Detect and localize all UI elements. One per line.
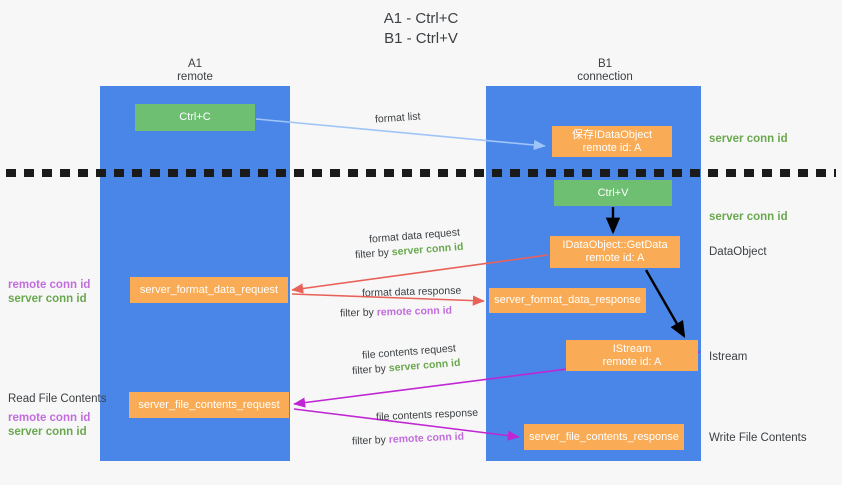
annotation-format-data-response-filter: filter by remote conn id [340,304,452,321]
node-istream-line2: remote id: A [602,355,662,368]
right-label-write-file-contents: Write File Contents [709,432,807,444]
annotation-filter-by-text-4: filter by [351,433,390,448]
annotation-remote-conn-id-2: remote conn id [388,430,465,446]
node-server-format-data-response-label: server_format_data_response [494,294,641,306]
annotation-filter-by-text-3: filter by [351,362,390,378]
diagram-title: A1 - Ctrl+C B1 - Ctrl+V [383,10,459,47]
node-server-file-contents-response[interactable]: server_file_contents_response [524,424,684,450]
node-getdata-line1: IDataObject::GetData [562,239,668,251]
annotation-format-data-response: format data response [361,284,462,300]
node-ctrl-v[interactable]: Ctrl+V [554,180,672,206]
annotation-format-list: format list [374,110,421,126]
annotation-filter-by-text-2: filter by [339,306,377,320]
right-label-server-conn-id-2: server conn id [709,211,788,223]
node-server-format-data-request-label: server_format_data_request [139,283,279,296]
node-ctrl-c-label: Ctrl+C [179,111,211,123]
node-getdata-line2: remote id: A [585,252,645,264]
node-ctrl-c[interactable]: Ctrl+C [135,104,255,131]
left-label-remote-conn-id-1: remote conn id [8,279,91,291]
node-istream-line1: IStream [612,342,652,355]
left-label-server-conn-id-2: server conn id [8,426,87,438]
node-save-idataobject-line1: 保存IDataObject [571,128,653,141]
node-save-idataobject-line2: remote id: A [582,141,642,154]
annotation-file-contents-response-filter: filter by remote conn id [352,430,465,449]
column-header-a1: A1 remote [177,58,213,83]
right-label-istream: Istream [709,351,748,363]
annotation-filter-by-text-1: filter by [354,246,393,262]
node-istream[interactable]: IStream remote id: A [566,340,698,371]
left-label-conn-id-group-1: remote conn id server conn id [8,278,98,306]
node-server-file-contents-response-label: server_file_contents_response [529,430,679,443]
left-label-server-conn-id-1: server conn id [8,293,87,305]
node-server-format-data-request[interactable]: server_format_data_request [130,277,288,303]
right-label-server-conn-id-1: server conn id [709,133,788,145]
left-label-remote-conn-id-2: remote conn id [8,412,91,424]
column-header-b1: B1 connection [577,58,633,83]
node-ctrl-v-label: Ctrl+V [597,186,629,199]
node-idataobject-getdata[interactable]: IDataObject::GetData remote id: A [550,236,680,268]
left-label-conn-id-group-2: remote conn id server conn id [8,411,98,439]
node-server-file-contents-request[interactable]: server_file_contents_request [129,392,289,418]
node-server-file-contents-request-label: server_file_contents_request [138,398,280,411]
annotation-remote-conn-id-1: remote conn id [376,304,453,319]
right-label-dataobject: DataObject [709,246,767,258]
left-label-read-file-contents: Read File Contents [8,393,107,405]
node-server-format-data-response[interactable]: server_format_data_response [489,288,646,313]
annotation-file-contents-response: file contents response [375,406,479,424]
node-save-idataobject[interactable]: 保存IDataObject remote id: A [552,126,672,157]
